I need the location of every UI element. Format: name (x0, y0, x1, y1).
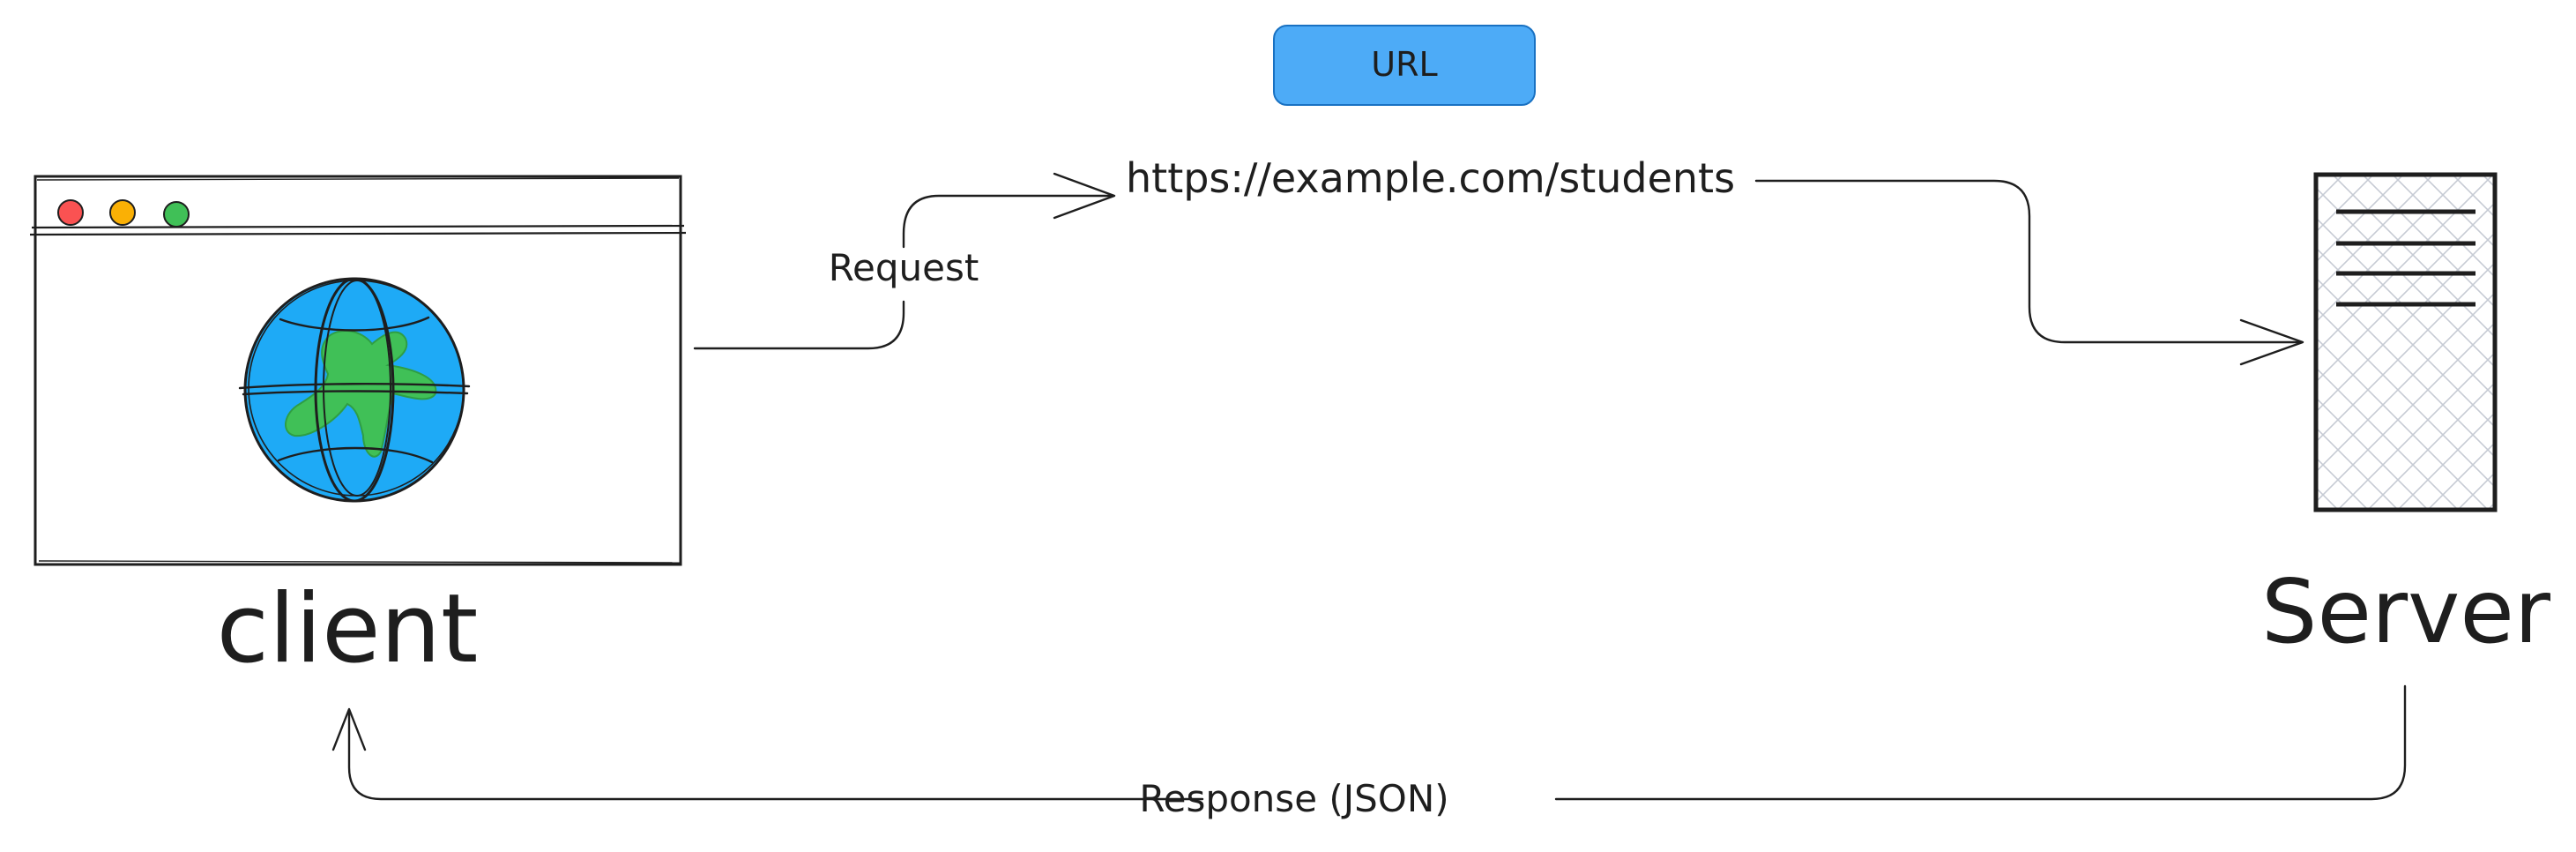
url-to-server-arrow (1754, 179, 2304, 366)
url-box: URL (1273, 25, 1536, 106)
url-text: https://example.com/students (1126, 154, 1735, 202)
server-icon (2313, 172, 2498, 512)
close-dot-icon (57, 199, 84, 226)
globe-land (285, 330, 437, 458)
request-label: Request (829, 246, 979, 289)
client-label: client (217, 574, 479, 684)
server-label: Server (2261, 560, 2551, 663)
minimize-dot-icon (109, 199, 136, 226)
globe-icon (238, 277, 471, 503)
url-box-label: URL (1371, 45, 1437, 84)
request-arrow (693, 172, 1116, 350)
maximize-dot-icon (163, 201, 190, 228)
response-arrow (331, 684, 2407, 801)
